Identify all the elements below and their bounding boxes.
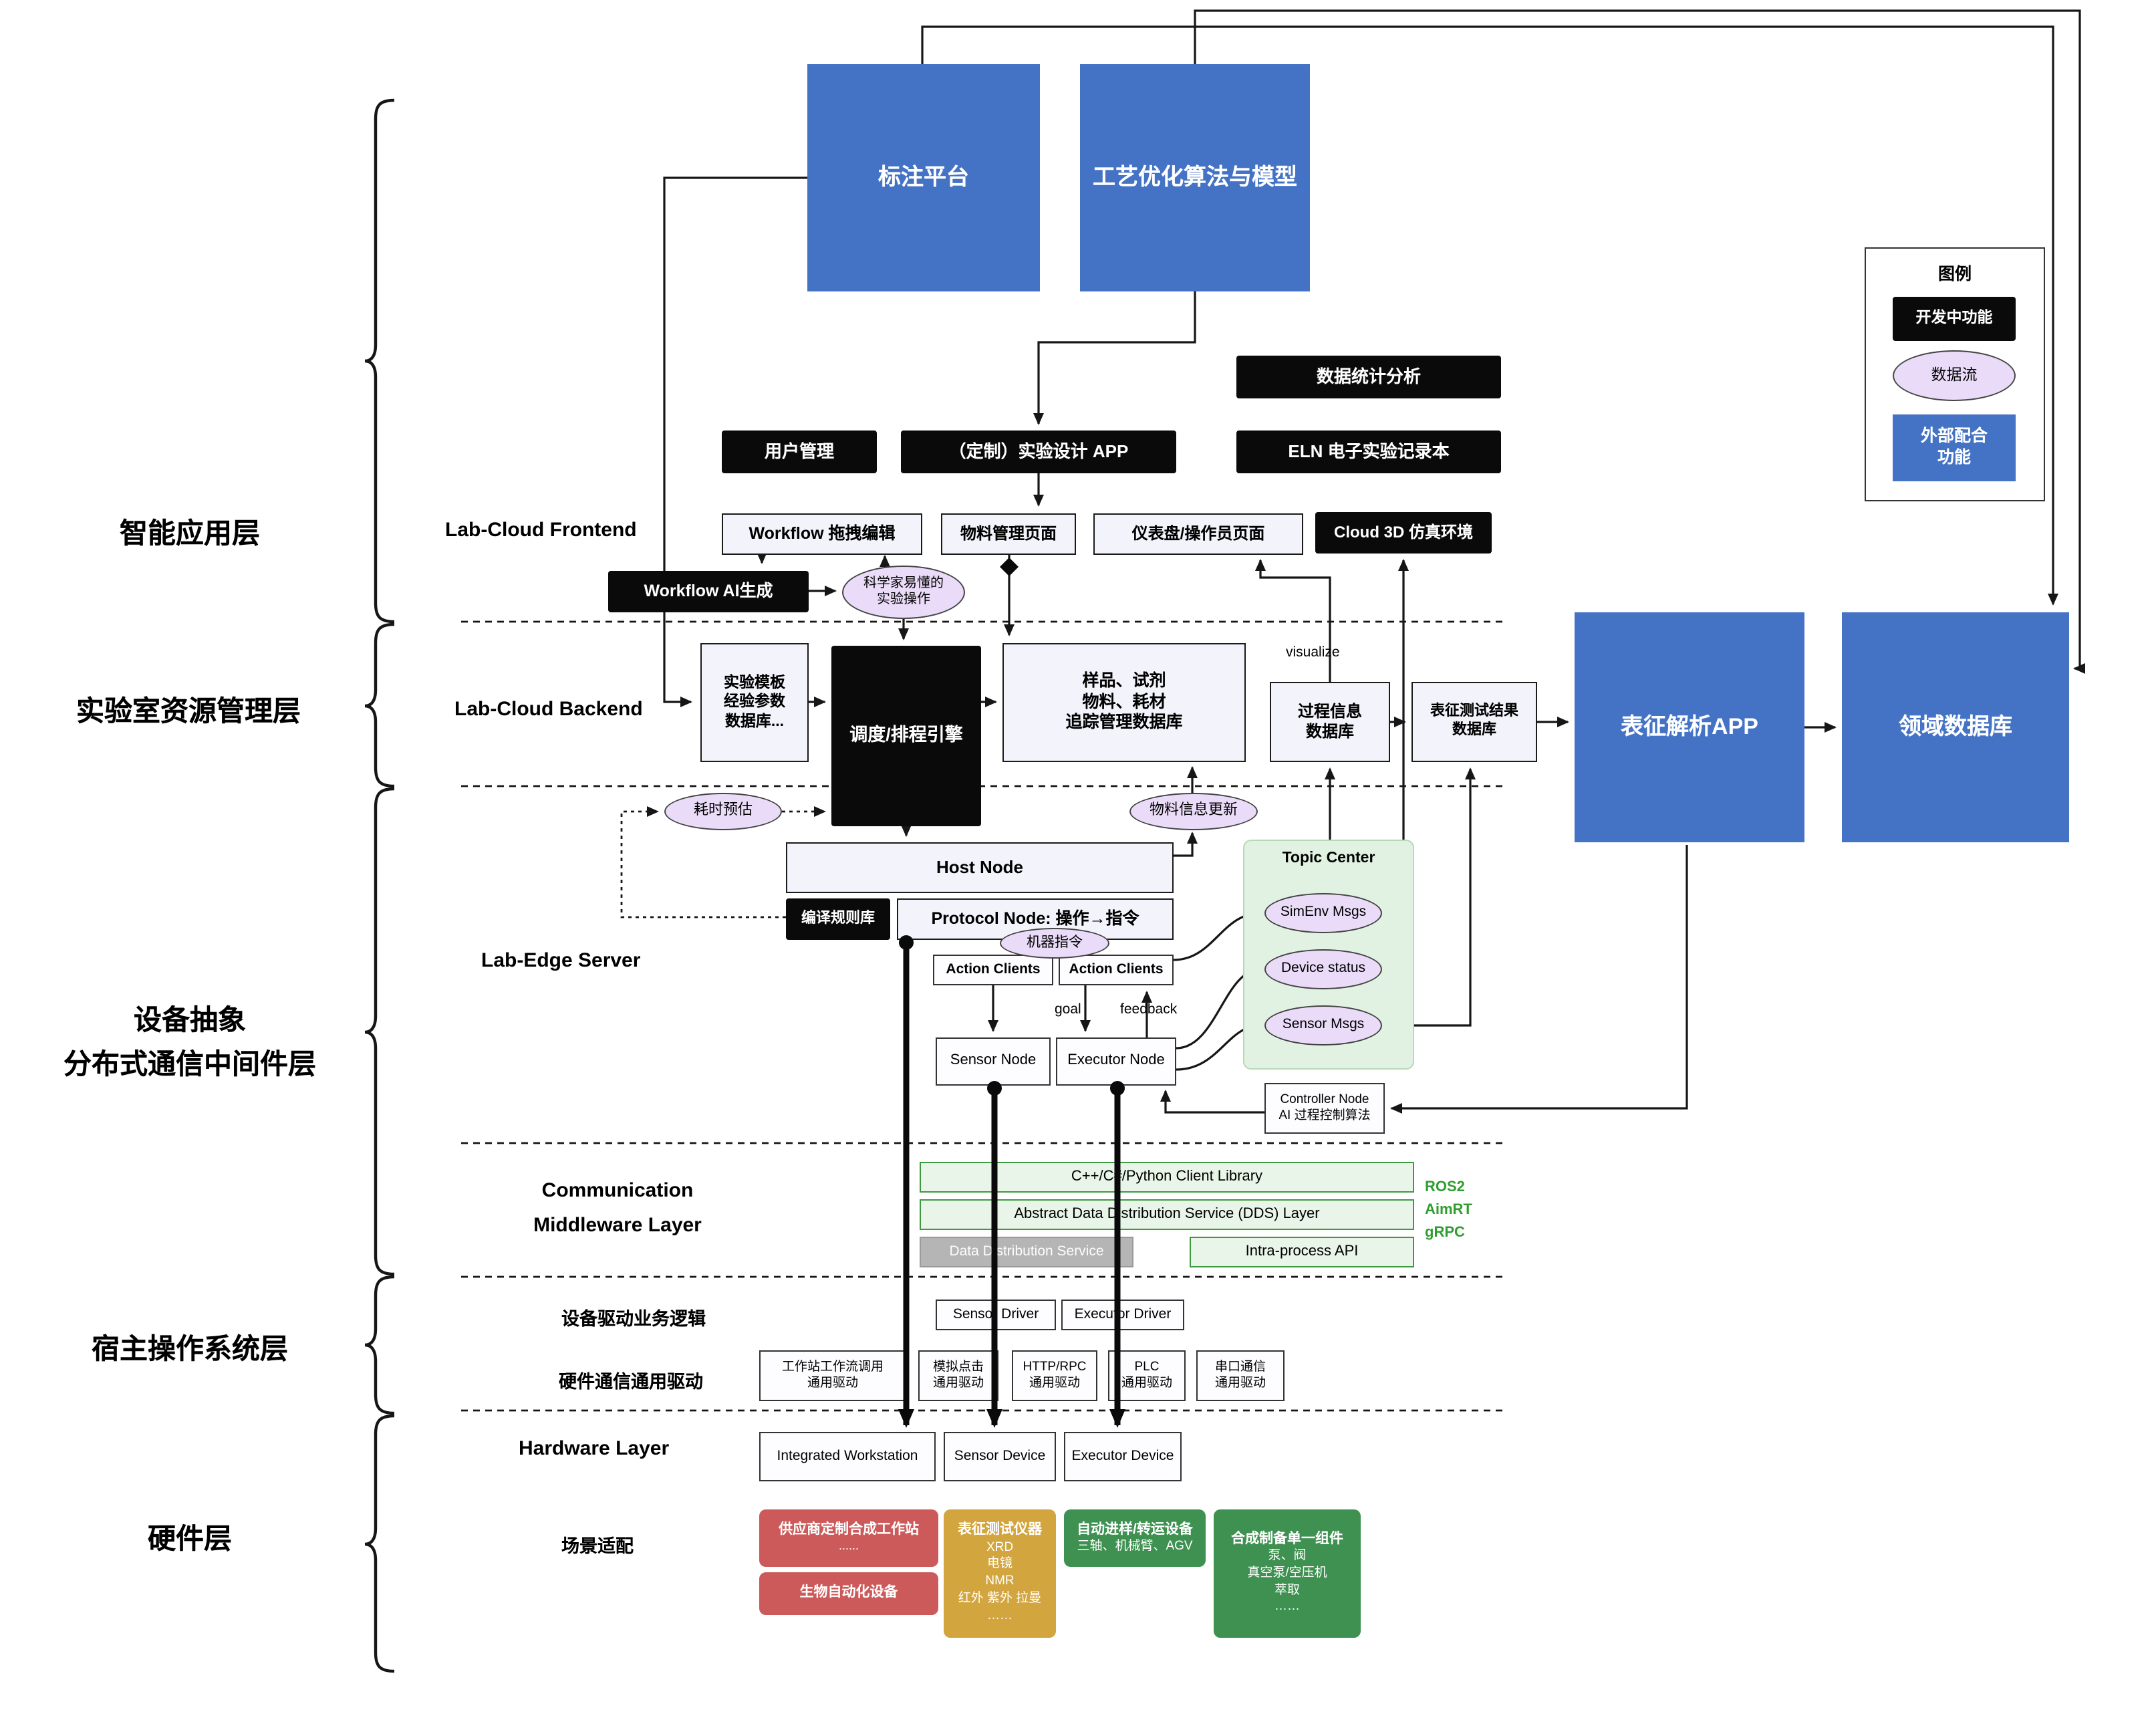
goal-label: goal xyxy=(1055,1001,1081,1017)
synthesis-components-box: 合成制备单一组件 泵、阀 真空泵/空压机 萃取 …… xyxy=(1214,1509,1361,1638)
topic-center-title: Topic Center xyxy=(1282,850,1375,866)
eln-box: ELN 电子实验记录本 xyxy=(1236,431,1501,473)
transfer-equipment-box: 自动进样/转运设备 三轴、机械臂、AGV xyxy=(1064,1509,1206,1567)
legend-external-swatch: 外部配合 功能 xyxy=(1893,414,2016,481)
legend-dataflow-swatch: 数据流 xyxy=(1893,350,2016,401)
sensor-node-box: Sensor Node xyxy=(936,1037,1051,1086)
action-clients-left-box: Action Clients xyxy=(933,955,1053,985)
sensor-device-box: Sensor Device xyxy=(944,1432,1056,1481)
vendor-workstation-sub: ...... xyxy=(838,1539,859,1553)
section-label-frontend: Lab-Cloud Frontend xyxy=(445,519,637,541)
controller-node-box: Controller Node AI 过程控制算法 xyxy=(1264,1083,1385,1134)
dashboard-page-box: 仪表盘/操作员页面 xyxy=(1093,513,1303,555)
process-optimization-box: 工艺优化算法与模型 xyxy=(1080,64,1310,291)
dds-layer-box: Abstract Data Distribution Service (DDS)… xyxy=(920,1199,1414,1230)
domain-db-box: 领域数据库 xyxy=(1842,612,2069,842)
visualize-label: visualize xyxy=(1286,644,1340,660)
scientist-ops-flow: 科学家易懂的 实验操作 xyxy=(842,566,965,619)
action-clients-right-box: Action Clients xyxy=(1059,955,1174,985)
workflow-edit-box: Workflow 拖拽编辑 xyxy=(722,513,922,555)
vendor-workstation-title: 供应商定制合成工作站 xyxy=(779,1521,919,1538)
synthesis-components-items: 泵、阀 真空泵/空压机 萃取 …… xyxy=(1247,1548,1327,1614)
section-label-edge-server: Lab-Edge Server xyxy=(481,949,641,972)
transfer-equipment-title: 自动进样/转运设备 xyxy=(1077,1521,1193,1538)
section-label-hardware-layer: Hardware Layer xyxy=(519,1437,670,1460)
scheduler-engine-box: 调度/排程引擎 xyxy=(831,646,981,826)
experiment-template-db-box: 实验模板 经验参数 数据库... xyxy=(700,643,809,762)
legend-developing-swatch: 开发中功能 xyxy=(1893,297,2016,341)
executor-driver-box: Executor Driver xyxy=(1061,1300,1184,1330)
section-label-hw-comm-driver: 硬件通信通用驱动 xyxy=(559,1372,703,1392)
process-info-db-box: 过程信息 数据库 xyxy=(1270,682,1390,762)
characterization-db-box: 表征测试结果 数据库 xyxy=(1411,682,1537,762)
annotation-platform-box: 标注平台 xyxy=(807,64,1040,291)
material-update-flow: 物料信息更新 xyxy=(1129,793,1258,830)
simenv-msgs-flow: SimEnv Msgs xyxy=(1264,893,1382,933)
dds-service-box: Data Distribution Service xyxy=(920,1237,1133,1267)
aimrt-label: AimRT xyxy=(1425,1202,1472,1218)
host-node-box: Host Node xyxy=(786,842,1174,893)
ros2-label: ROS2 xyxy=(1425,1179,1465,1195)
layer-label-lab-resource: 实验室资源管理层 xyxy=(76,697,301,727)
material-page-box: 物料管理页面 xyxy=(941,513,1076,555)
sensor-driver-box: Sensor Driver xyxy=(936,1300,1056,1330)
user-management-box: 用户管理 xyxy=(722,431,877,473)
vendor-workstation-box: 供应商定制合成工作站 ...... xyxy=(759,1509,938,1567)
intra-process-api-box: Intra-process API xyxy=(1190,1237,1414,1267)
sensor-msgs-flow: Sensor Msgs xyxy=(1264,1005,1382,1046)
characterization-app-box: 表征解析APP xyxy=(1575,612,1804,842)
workflow-ai-gen-box: Workflow AI生成 xyxy=(608,571,809,612)
plc-driver-box: PLC 通用驱动 xyxy=(1108,1350,1186,1401)
layer-label-intelligent-app: 智能应用层 xyxy=(120,519,260,549)
layer-label-hardware: 硬件层 xyxy=(148,1524,232,1555)
section-label-backend: Lab-Cloud Backend xyxy=(454,698,643,721)
characterization-instruments-box: 表征测试仪器 XRD 电镜 NMR 红外 紫外 拉曼 …… xyxy=(944,1509,1056,1638)
transfer-equipment-sub: 三轴、机械臂、AGV xyxy=(1077,1539,1193,1554)
data-statistics-box: 数据统计分析 xyxy=(1236,356,1501,398)
synthesis-components-title: 合成制备单一组件 xyxy=(1231,1530,1343,1547)
click-driver-box: 模拟点击 通用驱动 xyxy=(918,1350,998,1401)
cloud-3d-sim-box: Cloud 3D 仿真环境 xyxy=(1315,512,1492,554)
executor-node-box: Executor Node xyxy=(1056,1037,1176,1086)
machine-command-flow: 机器指令 xyxy=(1000,928,1109,959)
layer-label-host-os: 宿主操作系统层 xyxy=(92,1334,288,1365)
section-label-scenario-fit: 场景适配 xyxy=(561,1536,634,1556)
integrated-workstation-box: Integrated Workstation xyxy=(759,1432,936,1481)
characterization-instruments-title: 表征测试仪器 xyxy=(958,1521,1042,1538)
layer-label-device-abstraction: 设备抽象 分布式通信中间件层 xyxy=(63,1005,316,1080)
section-label-comm-middleware: Communication Middleware Layer xyxy=(533,1179,702,1237)
custom-experiment-app-box: （定制）实验设计 APP xyxy=(901,431,1176,473)
workstation-driver-box: 工作站工作流调用 通用驱动 xyxy=(759,1350,906,1401)
http-rpc-driver-box: HTTP/RPC 通用驱动 xyxy=(1012,1350,1097,1401)
client-library-box: C++/C#/Python Client Library xyxy=(920,1162,1414,1193)
executor-device-box: Executor Device xyxy=(1064,1432,1182,1481)
bio-automation-box: 生物自动化设备 xyxy=(759,1572,938,1615)
device-status-flow: Device status xyxy=(1264,949,1382,989)
serial-driver-box: 串口通信 通用驱动 xyxy=(1196,1350,1285,1401)
feedback-label: feedback xyxy=(1120,1001,1178,1017)
legend-title: 图例 xyxy=(1937,265,1972,283)
grpc-label: gRPC xyxy=(1425,1225,1465,1241)
time-estimate-flow: 耗时预估 xyxy=(664,793,782,830)
compile-rules-box: 编译规则库 xyxy=(786,898,890,940)
section-label-device-driver-logic: 设备驱动业务逻辑 xyxy=(561,1309,706,1329)
characterization-instruments-items: XRD 电镜 NMR 红外 紫外 拉曼 …… xyxy=(958,1540,1042,1623)
sample-material-db-box: 样品、试剂 物料、耗材 追踪管理数据库 xyxy=(1002,643,1246,762)
